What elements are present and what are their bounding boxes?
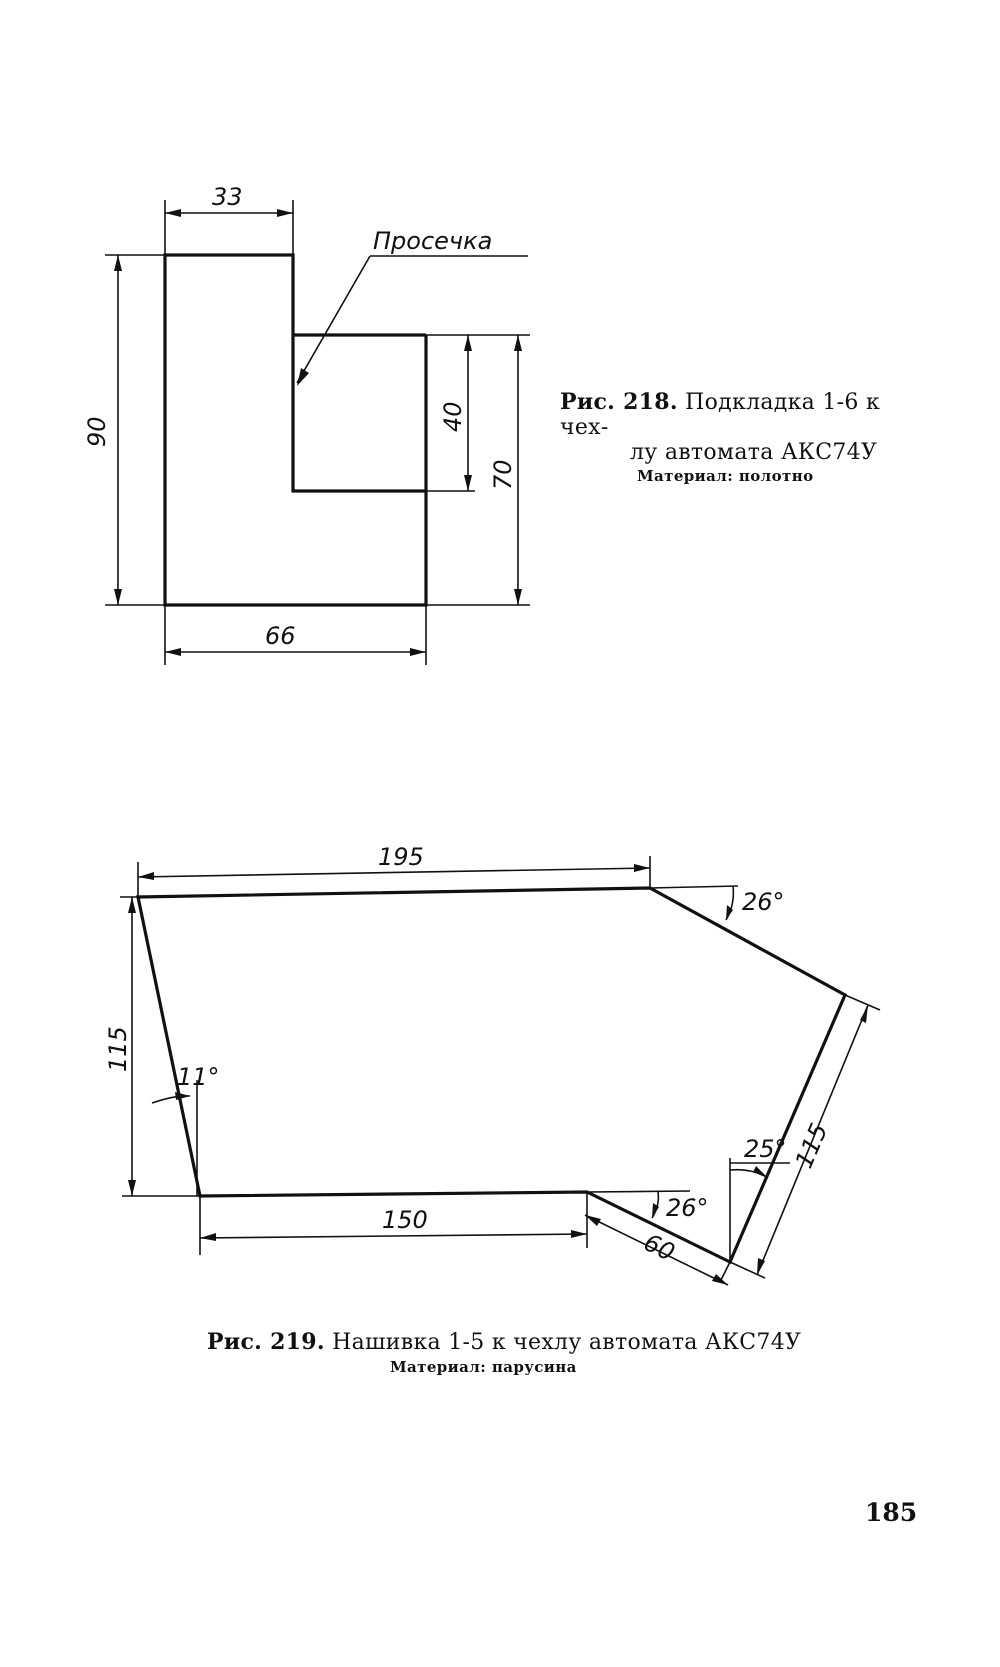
callout-label: Просечка [373,227,492,255]
figure-218-material: Материал: полотно [637,467,814,485]
figure-219-caption-line1: Рис. 219. Нашивка 1-5 к чехлу автомата А… [207,1329,847,1356]
dim-70-label: 70 [489,459,517,490]
left-angle-label: 11° [177,1063,220,1091]
figure-218-prefix: Рис. 218. [560,389,678,415]
dim-195-line [137,867,651,878]
dim-115-left-label: 115 [104,1026,132,1072]
top-angle-label: 26° [742,888,785,916]
figure-219-title: Нашивка 1-5 к чехлу автомата АКС74У [332,1330,802,1355]
dim-66-label: 66 [265,622,296,650]
figure-218-caption-line1: Рис. 218. Подкладка 1-6 к чех- [560,389,920,441]
bottom-angle-label: 26° [666,1194,709,1222]
figure-218-drawing: 33 90 40 70 66 Просечка [83,183,530,665]
dim-195-label: 195 [378,843,424,871]
dim-115-right-line [756,1004,869,1276]
dim-33-label: 33 [212,183,243,211]
dim-60-line [584,1214,729,1286]
figure-218-caption-line2: лу автомата АКС74У [630,440,878,465]
figure-219-caption: Рис. 219. Нашивка 1-5 к чехлу автомата А… [207,1329,847,1377]
callout-leader [296,255,371,384]
figure-219-prefix: Рис. 219. [207,1329,325,1355]
figure-218-title-part1: Подкладка 1-6 к чех- [560,390,881,440]
fig219-outline [136,886,848,1265]
figure-219-drawing: 195 26° 115 11° 150 26° 6 [104,843,881,1286]
right-angle-label: 25° [744,1135,787,1163]
page-number: 185 [865,1498,918,1527]
dim-115-right-label: 115 [790,1119,834,1172]
fig218-outline [163,253,428,607]
dim-150-line [199,1233,588,1239]
dim-40-label: 40 [439,401,467,432]
dim-150-label: 150 [382,1206,428,1234]
figure-219-material: Материал: парусина [390,1358,577,1376]
dim-90-label: 90 [83,416,111,447]
figure-218-caption: Рис. 218. Подкладка 1-6 к чех- лу автома… [560,389,920,486]
